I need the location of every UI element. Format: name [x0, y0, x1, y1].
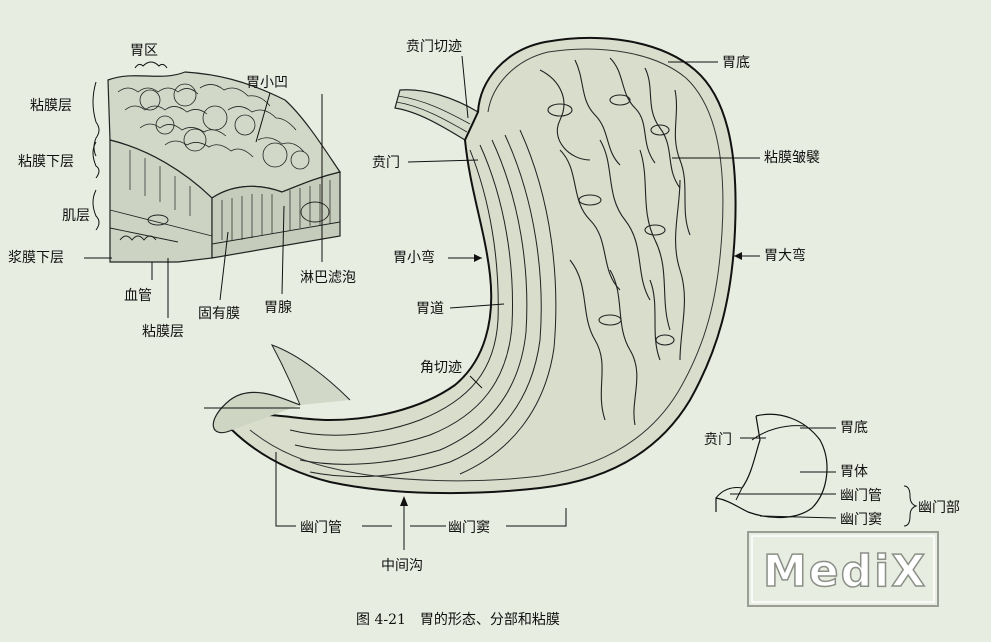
guyoumo-leader [219, 231, 229, 301]
weidawan-arrow [734, 252, 742, 260]
inset-label-weiti: 胃体 [840, 464, 868, 480]
zhongjiangou-arrow [400, 496, 408, 506]
watermark-logo: MediX [747, 531, 939, 607]
benmen-leader [407, 159, 479, 163]
weiqu-brace [134, 61, 168, 69]
label-weidao: 胃道 [416, 301, 444, 317]
label-youmenguan: 幽门管 [300, 520, 342, 536]
label-linbalvpao: 淋巴滤泡 [300, 270, 356, 286]
inset-youmenbu-brace [903, 485, 918, 527]
label-guyoumo: 固有膜 [198, 306, 240, 322]
inset-label-youmendou: 幽门窦 [840, 512, 882, 528]
label-nianmoceng-bottom: 粘膜层 [142, 324, 184, 340]
label-jiaoqieji: 角切迹 [420, 360, 462, 376]
watermark-text: MediX [763, 546, 927, 597]
benmenqieji-leader [461, 55, 469, 119]
tissue-block-illustration [107, 71, 341, 263]
label-jiangmoxiaceng: 浆膜下层 [8, 250, 64, 266]
label-weixian: 胃腺 [264, 300, 292, 316]
weixian-leader [281, 205, 285, 295]
inset-label-benmen: 贲门 [704, 432, 732, 448]
label-xueguan: 血管 [124, 288, 152, 304]
inset-label-youmenbu: 幽门部 [918, 500, 960, 516]
label-nianmozhouzhe: 粘膜皱襞 [764, 149, 820, 166]
label-benmen: 贲门 [372, 155, 400, 171]
inset-label-youmenguan: 幽门管 [840, 488, 882, 504]
inset-youmendou-leader [759, 515, 837, 519]
jiceng-brace [92, 189, 100, 231]
youmenguan-bracket [275, 452, 296, 527]
inset-stomach-outline [715, 413, 828, 519]
label-jiceng: 肌层 [62, 208, 90, 224]
label-youmendou: 幽门窦 [448, 520, 490, 536]
weixiaowan-arrow [474, 254, 482, 262]
label-benmenqieji: 贲门切迹 [406, 39, 462, 55]
label-nianmoxiaceng: 粘膜下层 [18, 154, 74, 170]
label-weidawan: 胃大弯 [764, 247, 806, 264]
label-zhongjiangou: 中间沟 [381, 558, 423, 574]
jiaoqieji-leader [469, 375, 483, 389]
nianmoceng-brace [92, 81, 100, 157]
label-weiqu: 胃区 [130, 43, 158, 59]
inset-label-weidi: 胃底 [840, 420, 868, 436]
nianmoxiaceng-brace [92, 141, 100, 179]
figure-caption: 图 4-21 胃的形态、分部和粘膜 [356, 612, 560, 628]
label-weidi: 胃底 [722, 55, 750, 71]
label-weixiaowan: 胃小弯 [393, 249, 435, 266]
label-weixiaoao: 胃小凹 [246, 75, 288, 91]
label-nianmoceng-top: 粘膜层 [30, 98, 72, 114]
weidao-leader [449, 303, 505, 309]
stomach-illustration [212, 36, 737, 495]
youmendou-bracket [506, 508, 567, 527]
weixiaoao-leader [255, 92, 271, 143]
